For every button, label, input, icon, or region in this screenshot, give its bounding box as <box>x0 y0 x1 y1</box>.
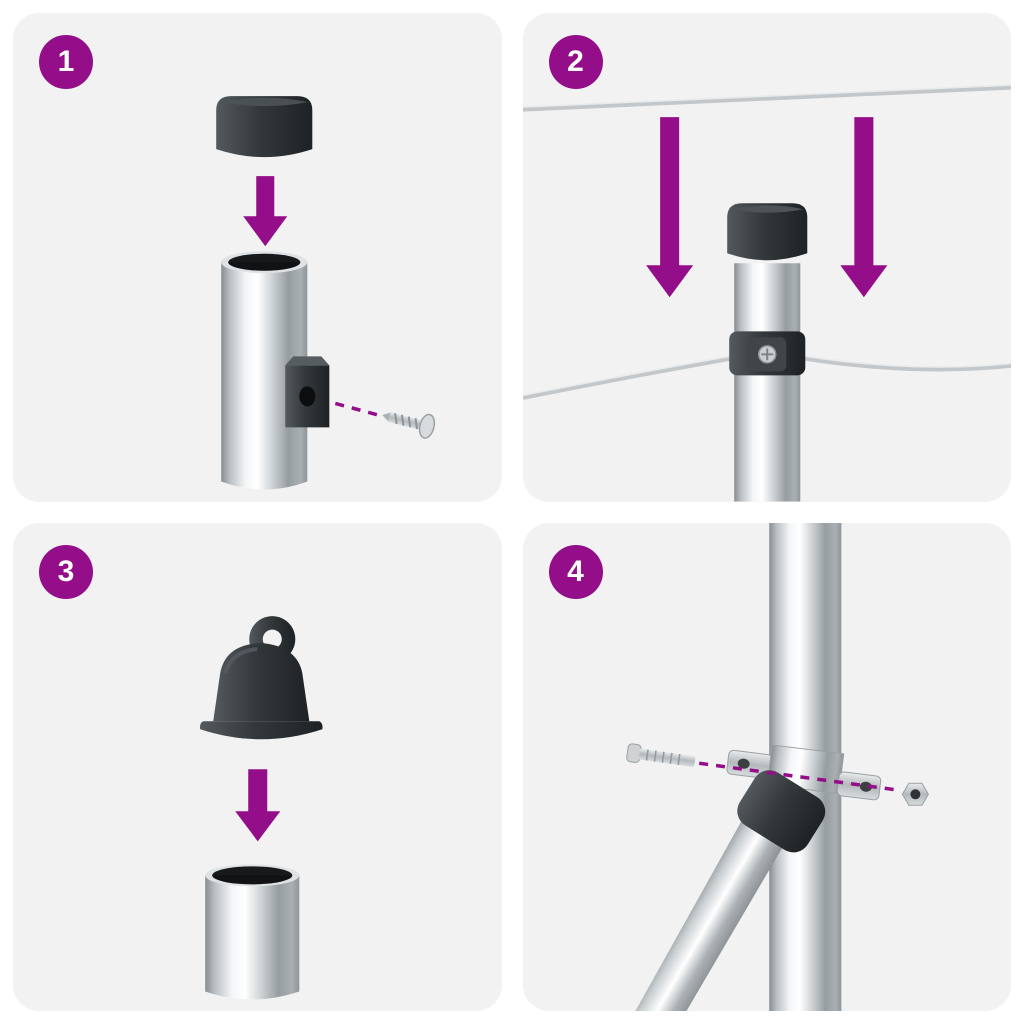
down-arrow-icon <box>243 176 288 247</box>
diagonal-brace <box>634 788 801 1011</box>
bolt <box>625 742 695 767</box>
post-cap <box>726 203 807 261</box>
step-badge-4: 4 <box>548 544 603 599</box>
step-3-illustration <box>199 615 323 999</box>
clamp-hole-left <box>737 758 750 769</box>
step-number-2: 2 <box>567 45 584 78</box>
eyelet-cap <box>199 615 323 739</box>
step-badge-3: 3 <box>39 544 93 599</box>
step-panel-2: 2 <box>522 13 1011 502</box>
step-panel-4: 4 <box>522 522 1011 1011</box>
metal-tube <box>205 863 300 999</box>
step-number-1: 1 <box>57 45 75 78</box>
down-arrow-icon <box>235 768 281 841</box>
down-arrow-icon-right <box>839 117 887 298</box>
screw <box>382 412 436 439</box>
post-cap <box>216 96 313 158</box>
nut <box>901 782 929 806</box>
wire-holder-bracket <box>285 356 330 428</box>
step-panel-3: 3 <box>13 522 502 1011</box>
step-panel-1: 1 <box>13 13 502 502</box>
metal-post <box>733 263 800 502</box>
step-badge-1: 1 <box>39 35 93 89</box>
brace-connector <box>736 769 825 852</box>
step-number-4: 4 <box>567 554 584 588</box>
step-badge-2: 2 <box>548 35 603 89</box>
tension-wire-right <box>798 354 1011 372</box>
down-arrow-icon-left <box>645 117 693 298</box>
clamp-hole-right <box>859 781 872 792</box>
tension-wire-top <box>522 84 1011 112</box>
step-4-illustration <box>625 522 929 1011</box>
step-number-3: 3 <box>57 554 75 588</box>
dashed-guide-line <box>334 401 380 418</box>
step-1-illustration <box>216 96 436 490</box>
tension-wire-left <box>522 354 736 400</box>
wire-clamp <box>728 331 805 376</box>
metal-post <box>221 251 308 490</box>
step-2-illustration <box>522 84 1011 502</box>
